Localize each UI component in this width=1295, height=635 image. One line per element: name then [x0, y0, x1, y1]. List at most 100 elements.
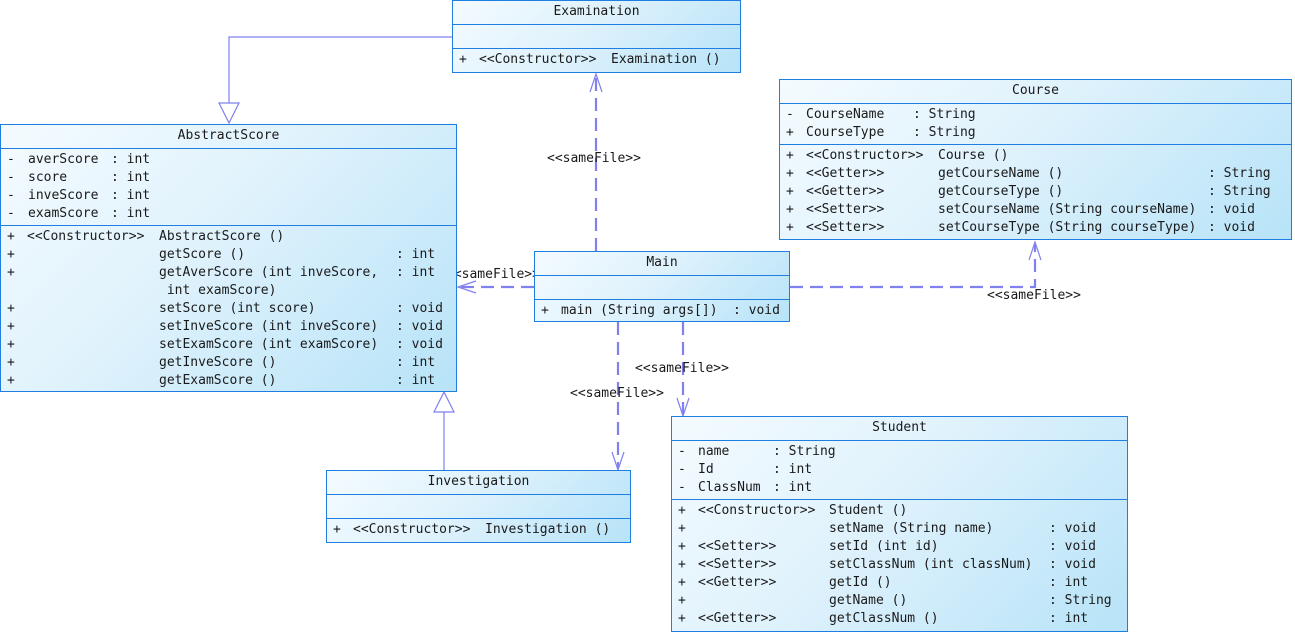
return-type: : void — [1049, 539, 1096, 554]
attribute-name: inveScore — [28, 188, 99, 203]
operation-signature: setName (String name) — [829, 521, 994, 536]
visibility-marker: + — [678, 557, 686, 572]
operation-row: +<<Setter>>setId (int id): void — [672, 538, 1127, 556]
operations-compartment: +<<Constructor>>AbstractScore ()+getScor… — [1, 226, 456, 392]
stereotype: <<Constructor>> — [806, 148, 924, 163]
class-student[interactable]: Student -name: String-Id: int-ClassNum: … — [671, 416, 1128, 632]
dependency-arrowhead-icon — [456, 280, 477, 294]
operation-signature: main (String args[]) — [561, 303, 718, 318]
attributes-compartment — [327, 495, 630, 519]
class-examination[interactable]: Examination +<<Constructor>>Examination … — [452, 0, 741, 73]
return-type: : void — [396, 301, 443, 316]
dependency-arrowhead-icon — [611, 451, 625, 472]
attribute-name: CourseName — [806, 107, 885, 122]
visibility-marker: + — [786, 166, 794, 181]
operations-compartment: + <<Constructor>> Student () + setName (Stri… — [672, 500, 1127, 630]
stereotype: <<Constructor>> — [698, 503, 816, 518]
operation-signature: getExamScore () — [159, 373, 277, 388]
operation-row: +<<Constructor>>Investigation () — [327, 521, 630, 539]
attribute-type: : String — [913, 107, 976, 122]
visibility-marker: + — [786, 148, 794, 163]
generalization-arrowhead-icon — [218, 102, 240, 125]
operation-row: +<<Getter>>getId (): int — [672, 574, 1127, 592]
operation-signature: Student () — [829, 503, 908, 518]
operation-signature: getClassNum () — [829, 611, 939, 626]
attribute-name: ClassNum — [698, 480, 761, 495]
dependency-arrowhead-icon — [589, 72, 603, 93]
operation-row: +<<Getter>>getClassNum (): int — [672, 610, 1127, 628]
visibility-marker: + — [541, 303, 549, 318]
attribute-type: : String — [773, 444, 836, 459]
operation-row: +getScore (): int — [1, 246, 456, 264]
operation-row: + <<Setter>> setClassNum (int classNum) : v… — [672, 556, 1127, 574]
visibility-marker: - — [7, 188, 15, 203]
stereotype: <<Getter>> — [806, 166, 885, 181]
return-type: : void — [1208, 220, 1255, 235]
operation-row: int examScore) — [1, 282, 456, 300]
stereotype: <<Setter>> — [698, 539, 777, 554]
attribute-row: -Id : int — [672, 461, 1127, 479]
operation-signature: getScore () — [159, 247, 246, 262]
stereotype: <<Setter>> — [806, 220, 885, 235]
return-type: : int — [1049, 611, 1089, 626]
attribute-row: -examScore: int — [1, 205, 456, 223]
visibility-marker: + — [678, 575, 686, 590]
return-type: : void — [1049, 521, 1096, 536]
visibility-marker: - — [786, 107, 794, 122]
label-samefile-examination: <<sameFile>> — [547, 151, 641, 166]
stereotype: <<Getter>> — [698, 575, 777, 590]
stereotype: <<Setter>> — [698, 557, 777, 572]
return-type: : int — [396, 265, 436, 280]
return-type: : int — [396, 355, 436, 370]
attribute-name: CourseType — [806, 125, 885, 140]
class-course[interactable]: Course -CourseName : String + CourseType : S… — [779, 79, 1292, 240]
class-name: Investigation — [327, 471, 630, 495]
attribute-type: : int — [111, 170, 151, 185]
return-type: : void — [396, 319, 443, 334]
operation-row: +<<Setter>>setCourseType (String courseT… — [780, 219, 1291, 237]
attribute-row: -CourseName : String — [780, 106, 1291, 124]
operation-row: + getExamScore () : int — [1, 372, 456, 390]
stereotype: <<Constructor>> — [479, 52, 597, 67]
visibility-marker: + — [7, 229, 15, 244]
visibility-marker: + — [678, 521, 686, 536]
class-investigation[interactable]: Investigation +<<Constructor>>Investigat… — [326, 470, 631, 543]
return-type: : int — [1049, 575, 1089, 590]
attribute-type: : String — [913, 125, 976, 140]
attribute-type: : int — [111, 188, 151, 203]
attribute-type: : int — [111, 152, 151, 167]
visibility-marker: + — [786, 220, 794, 235]
label-samefile-course: <<sameFile>> — [987, 288, 1081, 303]
class-abstractscore[interactable]: AbstractScore -averScore: int-score: int… — [0, 124, 457, 392]
attributes-compartment — [535, 276, 789, 300]
operation-signature: setExamScore (int examScore) — [159, 337, 379, 352]
operations-compartment: +<<Constructor>>Course ()+<<Getter>>getC… — [780, 145, 1291, 239]
visibility-marker: + — [7, 373, 15, 388]
visibility-marker: + — [333, 522, 341, 537]
visibility-marker: - — [678, 462, 686, 477]
attribute-name: score — [28, 170, 68, 185]
visibility-marker: + — [7, 265, 15, 280]
visibility-marker: + — [678, 593, 686, 608]
attribute-name: name — [698, 444, 730, 459]
visibility-marker: + — [786, 202, 794, 217]
return-type: : void — [1049, 557, 1096, 572]
label-samefile-student: <<sameFile>> — [635, 361, 729, 376]
class-main[interactable]: Main +main (String args[]): void — [534, 251, 790, 322]
class-name: Student — [672, 417, 1127, 441]
operation-signature: getName () — [829, 593, 908, 608]
attribute-name: averScore — [28, 152, 99, 167]
attribute-name: Id — [698, 462, 714, 477]
class-name: Course — [780, 80, 1291, 104]
return-type: : void — [1208, 202, 1255, 217]
attribute-type: : int — [773, 462, 813, 477]
operation-signature: setClassNum (int classNum) — [829, 557, 1033, 572]
attributes-compartment: -name: String-Id: int-ClassNum: int — [672, 441, 1127, 500]
operations-compartment: +main (String args[]): void — [535, 300, 789, 322]
visibility-marker: + — [7, 319, 15, 334]
attribute-row: -averScore: int — [1, 151, 456, 169]
return-type: : int — [396, 373, 436, 388]
visibility-marker: + — [786, 125, 794, 140]
operation-signature: Examination () — [611, 52, 721, 67]
attributes-compartment: -averScore: int-score: int-inveScore: in… — [1, 149, 456, 226]
